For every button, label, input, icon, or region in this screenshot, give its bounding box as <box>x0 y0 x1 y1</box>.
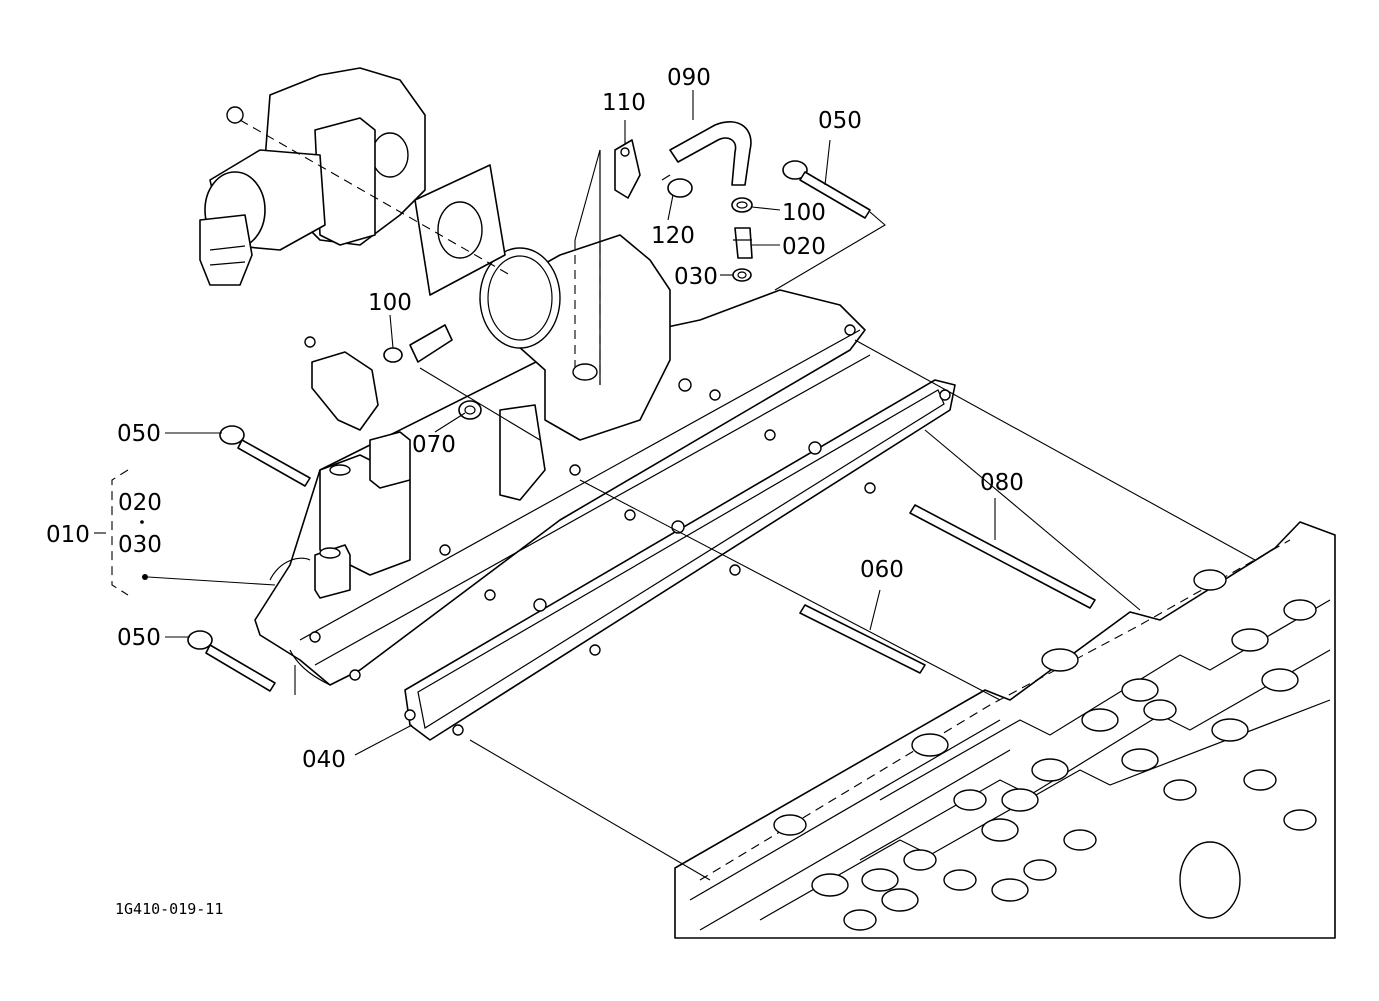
hose-clamp-right <box>731 197 753 213</box>
cylinder-head <box>674 521 1336 939</box>
callout-030-group: 030 <box>118 532 162 558</box>
valve-ports <box>773 569 1317 931</box>
egr-valve <box>199 67 511 296</box>
callout-060: 060 <box>860 557 904 583</box>
projection-lines <box>419 149 1256 881</box>
callout-020-group: 020 <box>118 490 162 516</box>
stud-080 <box>909 504 1096 609</box>
callout-100-right: 100 <box>782 200 826 226</box>
callout-010: 010 <box>46 522 90 548</box>
intake-manifold <box>254 150 871 686</box>
callout-070: 070 <box>412 432 456 458</box>
callout-040: 040 <box>302 747 346 773</box>
group-bracket-010 <box>111 469 148 596</box>
gasket-washer-right <box>732 268 752 282</box>
callout-030-right: 030 <box>674 264 718 290</box>
callout-050-left: 050 <box>117 421 161 447</box>
pressure-sensor-right <box>733 227 753 259</box>
manifold-bolt-holes <box>309 324 856 681</box>
callout-labels: 110 090 050 100 120 020 030 100 050 070 … <box>46 65 1024 773</box>
hose <box>669 121 752 186</box>
callout-050-top: 050 <box>818 108 862 134</box>
callout-080: 080 <box>980 470 1024 496</box>
figure-reference: 1G410-019-11 <box>115 900 223 918</box>
left-sensor <box>304 324 453 431</box>
callout-020-right: 020 <box>782 234 826 260</box>
callout-050-bottom: 050 <box>117 625 161 651</box>
callout-leaders <box>147 90 996 756</box>
pipe-clamp <box>614 139 641 199</box>
callout-090: 090 <box>667 65 711 91</box>
bolt-050-bottom <box>187 630 276 692</box>
gasket <box>404 379 956 741</box>
plug-bolt <box>661 174 693 198</box>
stud-060 <box>799 604 926 674</box>
bolt-050-top <box>782 160 871 219</box>
callout-120: 120 <box>651 223 695 249</box>
callout-100-left: 100 <box>368 290 412 316</box>
washer-070 <box>458 400 482 420</box>
callout-110: 110 <box>602 90 646 116</box>
bolt-050-left <box>219 425 311 487</box>
